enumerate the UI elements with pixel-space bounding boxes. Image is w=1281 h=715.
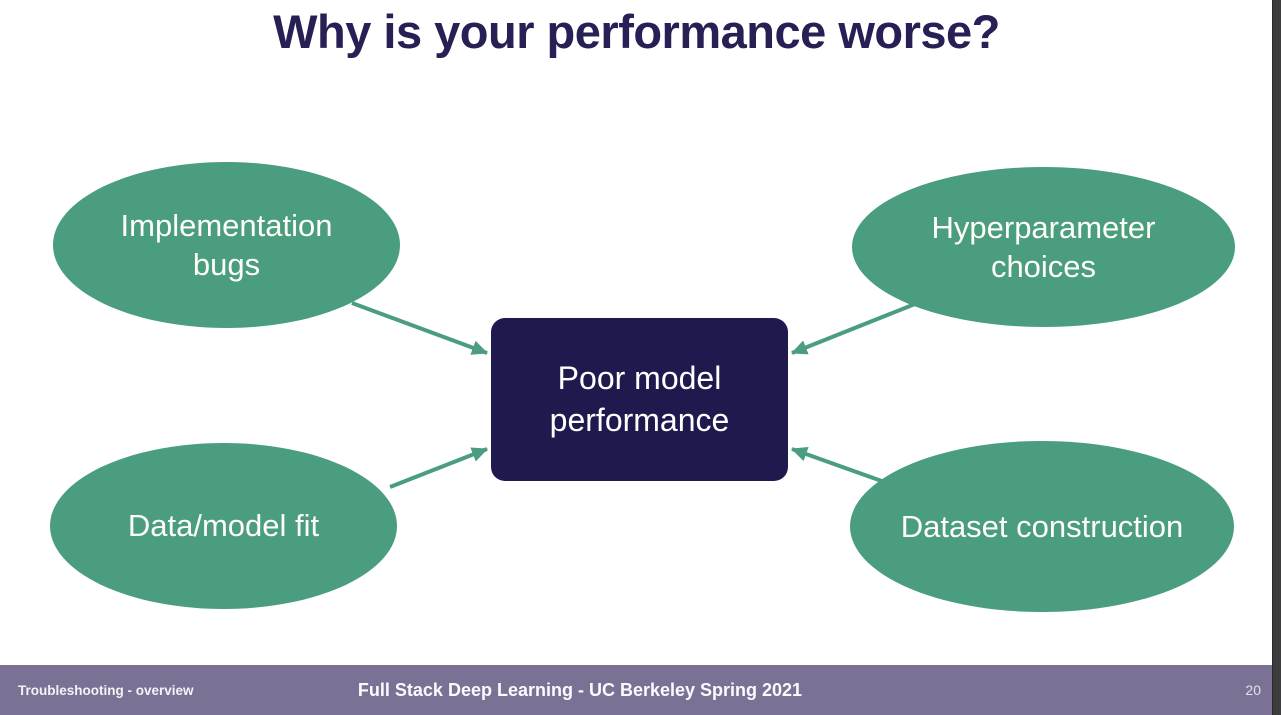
slide-edge-strip <box>1272 0 1281 715</box>
cause-label: Data/model fit <box>127 508 320 544</box>
arrow-data-model-fit <box>389 447 488 489</box>
cause-label: Hyperparameter choices <box>931 209 1156 284</box>
page-number: 20 <box>1245 682 1261 698</box>
center-box-label: Poor model performance <box>549 359 730 438</box>
footer-course-label: Full Stack Deep Learning - UC Berkeley S… <box>357 679 803 700</box>
footer-bar: Troubleshooting - overview Full Stack De… <box>0 665 1273 715</box>
cause-ellipse-hyperparameter-choices: Hyperparameter choices <box>852 167 1235 327</box>
cause-ellipse-dataset-construction: Dataset construction <box>850 441 1234 612</box>
cause-ellipse-implementation-bugs: Implementation bugs <box>53 162 400 328</box>
footer-section-label: Troubleshooting - overview <box>18 682 194 698</box>
slide-title: Why is your performance worse? <box>273 5 1000 58</box>
arrow-implementation-bugs <box>351 301 488 355</box>
arrow-dataset-construction <box>791 446 891 486</box>
cause-label: Dataset construction <box>900 508 1184 544</box>
arrow-hyperparameter-choices <box>791 296 931 355</box>
center-box-poor-model-performance: Poor model performance <box>491 318 788 481</box>
cause-label: Implementation bugs <box>120 207 333 282</box>
cause-ellipse-data-model-fit: Data/model fit <box>50 443 397 609</box>
